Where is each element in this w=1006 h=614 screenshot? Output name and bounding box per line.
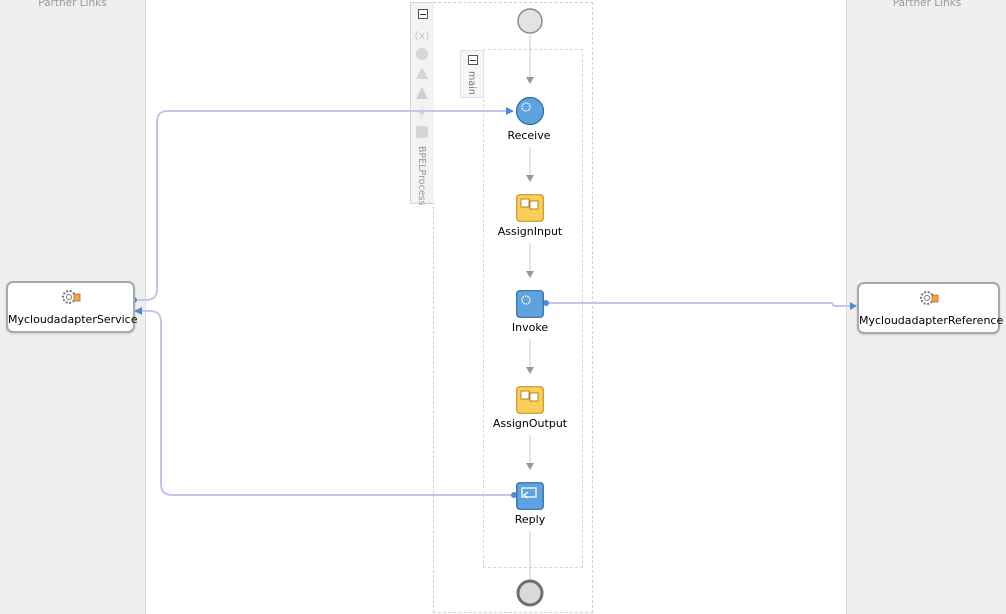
activity-invoke[interactable]: Invoke bbox=[512, 290, 548, 334]
fault-handlers-icon[interactable] bbox=[415, 66, 429, 80]
reply-icon bbox=[516, 482, 544, 510]
activity-label: Reply bbox=[514, 513, 546, 526]
partner-service-label: MycloudadapterService bbox=[8, 313, 138, 326]
collapse-main-icon[interactable] bbox=[468, 55, 478, 65]
gear-adapter-icon bbox=[919, 291, 938, 305]
correlation-sets-icon[interactable] bbox=[415, 47, 429, 61]
assign-icon bbox=[516, 386, 544, 414]
process-palette: (x) BPELProcess bbox=[410, 2, 434, 206]
gear-adapter-icon bbox=[61, 290, 80, 304]
end-node bbox=[516, 579, 544, 607]
compensation-handler-icon[interactable] bbox=[415, 106, 429, 120]
collapse-process-icon[interactable] bbox=[418, 9, 428, 19]
activity-label: AssignOutput bbox=[492, 417, 568, 430]
receive-icon bbox=[515, 96, 545, 126]
activity-assign-output[interactable]: AssignOutput bbox=[493, 386, 567, 430]
termination-handler-icon[interactable] bbox=[415, 125, 429, 139]
wire-invoke-to-reference bbox=[546, 302, 852, 307]
wire-reply-to-service bbox=[140, 310, 514, 496]
palette-label: BPELProcess bbox=[416, 146, 427, 206]
partner-link-reference[interactable]: MycloudadapterReference bbox=[857, 282, 1004, 334]
activity-label: Invoke bbox=[511, 321, 549, 334]
activity-label: AssignInput bbox=[497, 225, 563, 238]
activity-label: Receive bbox=[507, 129, 551, 142]
start-node bbox=[517, 8, 543, 34]
activity-assign-input[interactable]: AssignInput bbox=[498, 194, 562, 238]
partner-reference-label: MycloudadapterReference bbox=[859, 314, 1004, 327]
partner-link-service[interactable]: MycloudadapterService bbox=[6, 281, 138, 333]
event-handlers-icon[interactable] bbox=[415, 86, 429, 100]
main-sequence-scope[interactable] bbox=[483, 49, 583, 568]
variables-icon[interactable]: (x) bbox=[415, 28, 429, 42]
assign-icon bbox=[516, 194, 544, 222]
svg-text:(x): (x) bbox=[415, 29, 429, 42]
bpel-process-scope[interactable] bbox=[433, 2, 593, 613]
left-lane-title: Partner Links bbox=[38, 0, 107, 9]
main-label: main bbox=[466, 71, 477, 95]
wire-service-to-receive bbox=[134, 110, 508, 301]
right-lane-title: Partner Links bbox=[892, 0, 962, 9]
invoke-icon bbox=[516, 290, 544, 318]
main-sequence-tab[interactable]: main bbox=[460, 50, 484, 98]
activity-reply[interactable]: Reply bbox=[515, 482, 545, 526]
activity-receive[interactable]: Receive bbox=[507, 96, 551, 142]
